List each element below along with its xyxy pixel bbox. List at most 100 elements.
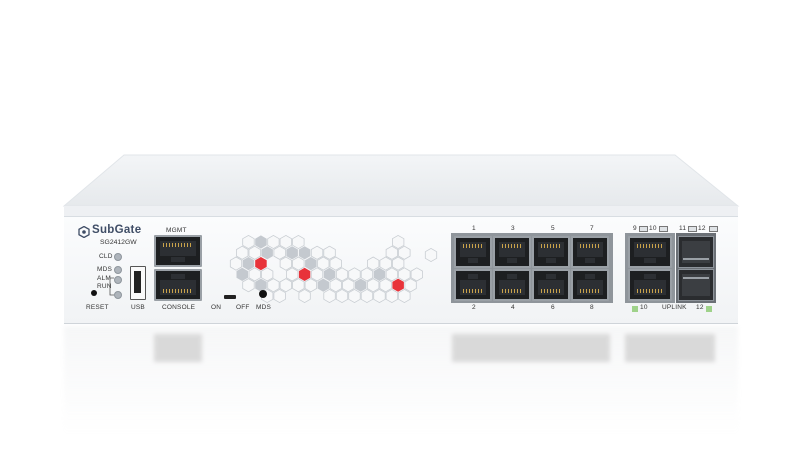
port-number-1: 1 [472,225,476,232]
uplink-rj45-port-9[interactable] [628,236,672,268]
hex-cell [348,267,361,282]
port-number-4: 4 [511,304,515,311]
hex-cell [292,278,305,293]
hex-cell [323,288,336,304]
cld-label: CLD [99,253,113,260]
hex-cell [285,267,299,282]
hex-cell [286,246,298,260]
uplink-led-12 [709,226,718,232]
uplink-rj45-port-10[interactable] [628,269,672,301]
hex-cell [391,256,405,271]
console-label: CONSOLE [162,304,196,311]
hex-cell [298,267,311,281]
ethernet-port-3[interactable] [493,236,531,268]
hex-cell [424,247,438,263]
hex-cell [317,278,329,292]
mgmt-label: MGMT [166,227,187,234]
hex-cell [229,256,243,271]
usb-label: USB [131,304,145,311]
off-label: OFF [236,304,250,311]
uplink-green-led-10 [632,306,638,312]
uplink-number-10-top: 10 [649,225,657,232]
hex-cell [317,256,330,271]
ethernet-port-7[interactable] [571,236,609,268]
hex-cell [398,245,411,260]
hex-cell [242,257,255,271]
alm-run-bracket [109,277,114,296]
mds-led-label: MDS [97,266,113,273]
uplink-led-10 [659,226,668,232]
hex-cell [273,245,286,260]
hex-cell [385,245,399,260]
hex-cell [323,267,336,281]
hex-cell [255,235,267,249]
uplink-number-10-bottom: 10 [640,304,648,311]
sfp-port-11[interactable] [678,236,714,268]
hex-cell [342,278,355,293]
hex-cell [410,267,424,282]
port-number-2: 2 [472,304,476,311]
power-switch[interactable] [224,295,236,299]
mds-led [114,266,122,274]
mds-button-label: MDS [256,304,272,311]
hex-cell [298,288,311,304]
hex-cell [304,278,318,293]
ethernet-port-8[interactable] [571,269,609,301]
alm-label: ALM [97,275,111,282]
hex-cell [310,267,324,282]
port-number-5: 5 [551,225,555,232]
usb-port[interactable] [130,266,146,300]
hex-cell [379,256,392,271]
port-number-3: 3 [511,225,515,232]
uplink-number-9: 9 [633,225,637,232]
ethernet-port-6[interactable] [532,269,570,301]
ethernet-port-4[interactable] [493,269,531,301]
uplink-number-12-top: 12 [698,225,706,232]
uplink-led-9 [639,226,648,232]
hex-cell [279,256,293,271]
hex-cell [323,245,336,260]
hex-cell [385,288,399,304]
hex-cell [360,267,374,282]
hex-cell [398,288,411,304]
reset-button[interactable] [91,290,97,296]
hex-cell [379,278,392,293]
ethernet-port-1[interactable] [454,236,492,268]
hex-cell [366,256,380,271]
hex-cell [292,256,305,271]
hex-cell [242,234,255,250]
port-number-8: 8 [590,304,594,311]
uplink-green-led-12 [706,306,712,312]
hex-cell [391,234,405,250]
hex-cell [279,278,293,293]
mds-button[interactable] [259,290,267,298]
hex-cell [292,234,305,250]
hex-cell [260,267,274,282]
port-number-6: 6 [551,304,555,311]
hex-cell [385,267,399,282]
alm-led [114,276,122,284]
device-top-panel [62,154,740,217]
hex-cell [298,246,311,260]
console-port[interactable] [154,269,202,301]
hex-cell [273,288,286,304]
hex-cell [248,267,261,282]
hex-cell [355,278,367,292]
hex-cell [236,245,249,260]
uplink-number-11: 11 [679,225,687,232]
hex-cell [373,288,386,304]
hex-cell [267,278,280,293]
uplink-led-11 [688,226,697,232]
hex-cell [366,278,380,293]
hex-cell [404,278,417,293]
ethernet-port-2[interactable] [454,269,492,301]
hex-cell [360,288,374,304]
sfp-port-12[interactable] [678,269,714,301]
ethernet-port-5[interactable] [532,236,570,268]
mgmt-port[interactable] [154,235,202,267]
hex-cell [255,278,267,292]
hex-cell [335,267,349,282]
hex-cell [335,288,349,304]
